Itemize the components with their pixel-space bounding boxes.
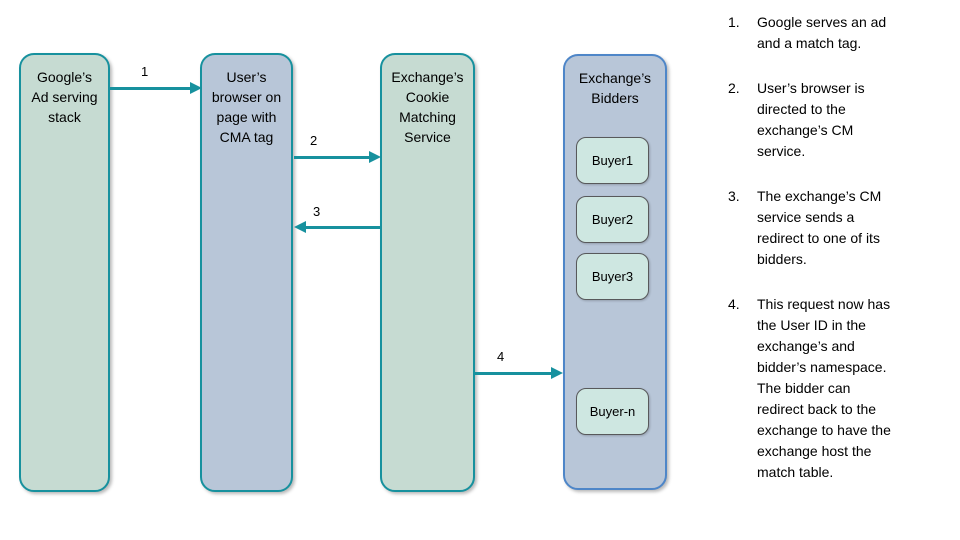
arrow-2: [294, 151, 381, 164]
node-bidders-label: Exchange’s Bidders: [578, 70, 652, 106]
node-exchange-cm-service: Exchange’s Cookie Matching Service: [380, 53, 475, 492]
step-item-4: 4. This request now has the User ID in t…: [728, 294, 943, 483]
step-3-text: The exchange’s CM service sends a redire…: [757, 188, 882, 267]
node-exchange-bidders: Exchange’s Bidders Buyer1 Buyer2 Buyer3 …: [563, 54, 667, 490]
arrow-right-icon: [551, 367, 563, 379]
arrow-4-line: [475, 372, 553, 375]
node-cm-service-label: Exchange’s Cookie Matching Service: [391, 69, 464, 145]
buyer-1-label: Buyer1: [591, 153, 634, 168]
arrow-1-number: 1: [141, 64, 149, 79]
arrow-2-line: [294, 156, 371, 159]
arrow-1-line: [110, 87, 192, 90]
step-1-number: 1.: [728, 14, 740, 30]
arrow-2-number: 2: [310, 133, 318, 148]
node-google-ad-serving-stack: Google’s Ad serving stack: [19, 53, 110, 492]
step-item-2: 2. User’s browser is directed to the exc…: [728, 78, 943, 162]
step-2-number: 2.: [728, 80, 740, 96]
arrow-4: [475, 367, 563, 380]
step-3-number: 3.: [728, 188, 740, 204]
node-google-label: Google’s Ad serving stack: [31, 69, 98, 125]
step-item-1: 1. Google serves an ad and a match tag.: [728, 12, 943, 54]
buyer-n-label: Buyer-n: [589, 404, 636, 419]
buyer-box-2: Buyer2: [576, 196, 649, 243]
step-2-text: User’s browser is directed to the exchan…: [757, 80, 865, 159]
step-4-text: This request now has the User ID in the …: [757, 296, 891, 480]
node-users-browser: User’s browser on page with CMA tag: [200, 53, 293, 492]
buyer-box-n: Buyer-n: [576, 388, 649, 435]
arrow-3-number: 3: [313, 204, 321, 219]
arrow-right-icon: [190, 82, 202, 94]
step-1-text: Google serves an ad and a match tag.: [757, 14, 887, 51]
buyer-3-label: Buyer3: [591, 269, 634, 284]
arrow-3: [294, 221, 381, 234]
arrow-3-line: [304, 226, 381, 229]
buyer-2-label: Buyer2: [591, 212, 634, 227]
buyer-box-3: Buyer3: [576, 253, 649, 300]
arrow-left-icon: [294, 221, 306, 233]
step-item-3: 3. The exchange’s CM service sends a red…: [728, 186, 943, 270]
steps-list: 1. Google serves an ad and a match tag. …: [728, 12, 943, 507]
step-4-number: 4.: [728, 296, 740, 312]
arrow-4-number: 4: [497, 349, 505, 364]
node-browser-label: User’s browser on page with CMA tag: [211, 69, 282, 145]
buyer-box-1: Buyer1: [576, 137, 649, 184]
arrow-1: [110, 82, 202, 95]
arrow-right-icon: [369, 151, 381, 163]
